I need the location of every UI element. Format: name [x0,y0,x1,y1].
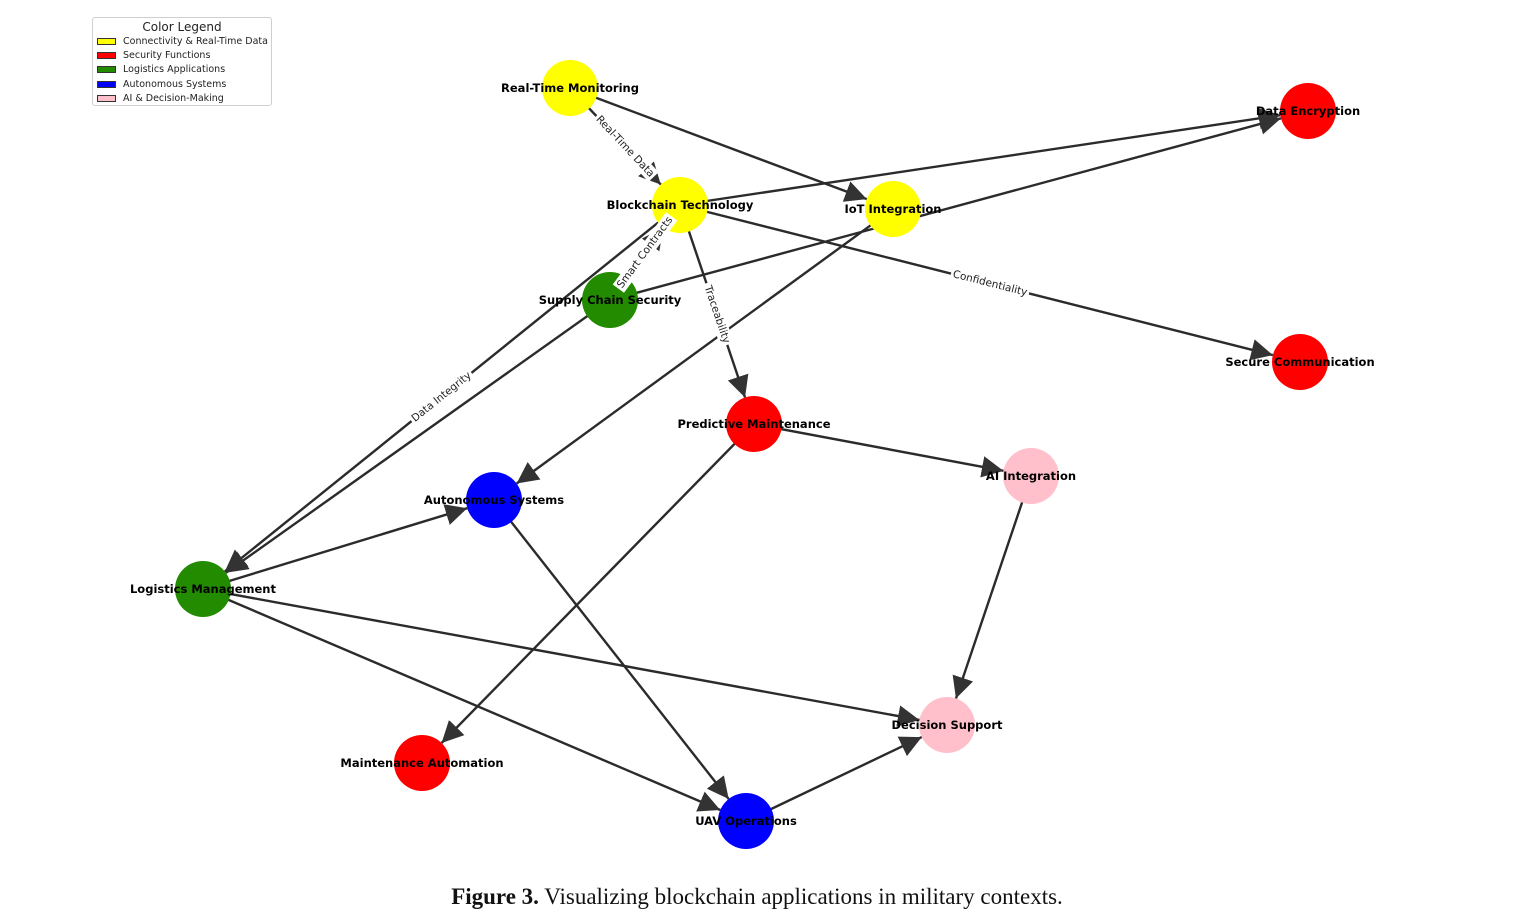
node-ai-integration [1003,448,1059,504]
edge-label: Smart Contracts [615,214,676,290]
caption-text: Visualizing blockchain applications in m… [538,884,1063,909]
legend-label: Connectivity & Real-Time Data [123,35,268,47]
legend-title: Color Legend [142,20,222,34]
node-label-logistics-management: Logistics Management [130,582,277,596]
node-decision-support [919,697,975,753]
legend-label: AI & Decision-Making [123,92,224,104]
edge-label-background [949,266,1031,301]
edge-uav-ds [745,735,923,823]
figure-caption: Figure 3. Visualizing blockchain applica… [0,884,1514,910]
legend-swatch [97,80,116,88]
node-label-real-time-monitoring: Real-Time Monitoring [501,81,639,95]
edge-label: Data Integrity [409,369,473,424]
legend-label: Logistics Applications [123,64,226,76]
node-predictive-maintenance [726,396,782,452]
caption-label: Figure 3. [451,884,539,909]
edge-as-uav [493,499,730,800]
node-real-time-monitoring [542,60,598,116]
legend-item: Logistics Applications [93,63,271,77]
legend-label: Security Functions [123,49,211,61]
node-uav-operations [718,793,774,849]
edge-label: Real-Time Data [593,113,656,179]
edge-label-group: Data Integrity [407,367,476,427]
legend-swatch [97,37,116,45]
nodes-layer [175,60,1336,849]
edge-iot-as [515,208,894,485]
legend-item: Autonomous Systems [93,77,271,91]
edge-bct-de [679,107,1281,207]
edge-label-group: Real-Time Data [591,111,659,182]
legend-item: AI & Decision-Making [93,91,271,105]
node-label-uav-operations: UAV Operations [695,814,797,828]
node-label-maintenance-automation: Maintenance Automation [340,756,503,770]
edge-scs-lm [225,299,611,574]
legend-swatch [97,66,116,74]
node-label-data-encryption: Data Encryption [1256,104,1360,118]
edge-label-background [612,212,678,293]
legend-item: Security Functions [93,48,271,62]
edge-label-group: Confidentiality [949,266,1031,301]
legend-label: Autonomous Systems [123,78,227,90]
node-secure-communication [1272,334,1328,390]
node-label-secure-communication: Secure Communication [1225,355,1374,369]
node-label-ai-integration: AI Integration [986,469,1076,483]
node-label-predictive-maintenance: Predictive Maintenance [677,417,830,431]
edge-label-background [699,280,734,348]
node-data-encryption [1280,83,1336,139]
node-maintenance-automation [394,735,450,791]
edge-lm-uav [202,587,721,812]
node-label-blockchain-technology: Blockchain Technology [607,198,754,212]
edge-pm-ai [753,422,1004,478]
edge-pm-ma [440,423,755,744]
edge-rtm-iot [569,86,868,202]
edge-label-background [407,367,476,427]
node-autonomous-systems [466,472,522,528]
edge-lm-ds [202,587,920,727]
node-label-iot-integration: IoT Integration [845,202,942,216]
edge-ai-ds [952,475,1033,699]
edge-lm-as [202,504,468,591]
color-legend: Color Legend Connectivity & Real-Time Da… [92,17,272,106]
node-label-autonomous-systems: Autonomous Systems [424,493,564,507]
legend-swatch [97,94,116,102]
legend-item: Connectivity & Real-Time Data [93,34,271,48]
edge-label-background [591,111,659,182]
edge-scs-de [609,113,1282,302]
node-logistics-management [175,561,231,617]
node-iot-integration [865,181,921,237]
legend-swatch [97,51,116,59]
node-label-supply-chain-security: Supply Chain Security [539,293,682,307]
node-label-decision-support: Decision Support [892,718,1003,732]
